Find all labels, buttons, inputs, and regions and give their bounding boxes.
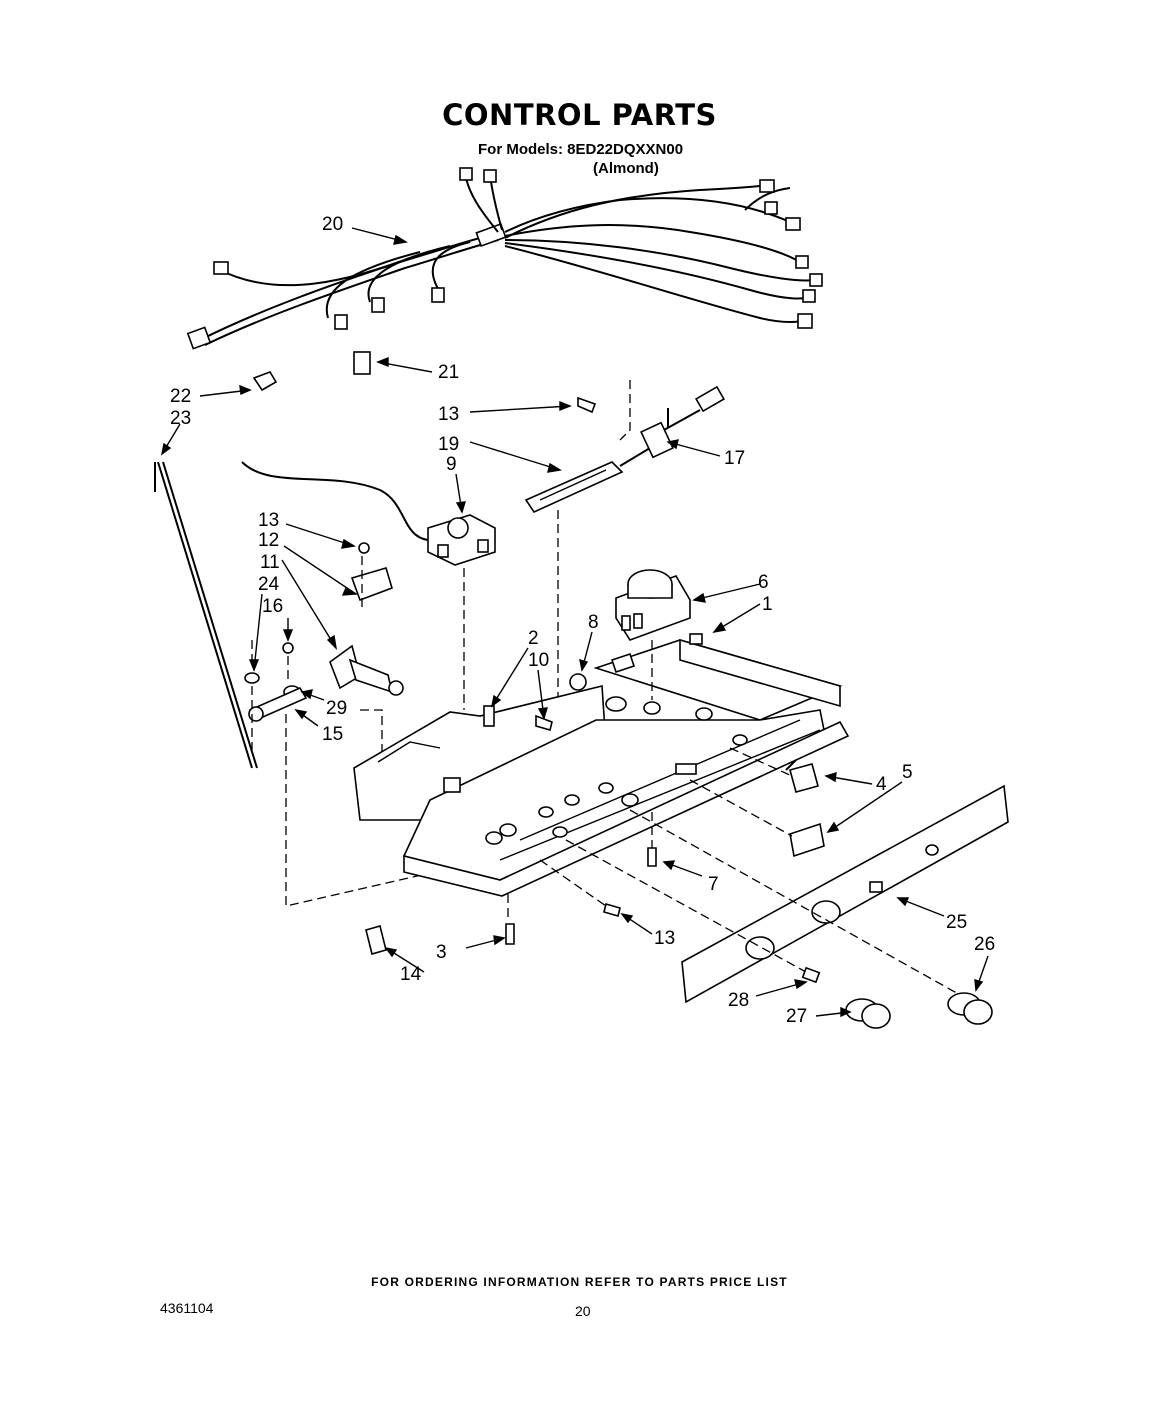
callout-7: 7 bbox=[708, 874, 719, 895]
callout-24: 24 bbox=[258, 574, 280, 595]
callout-11: 11 bbox=[260, 552, 280, 573]
wire-harness bbox=[186, 167, 823, 350]
callout-14: 14 bbox=[400, 964, 422, 985]
clip-22 bbox=[252, 371, 278, 392]
callout-3: 3 bbox=[436, 942, 447, 963]
callout-8: 8 bbox=[588, 612, 599, 633]
switch-4 bbox=[789, 763, 819, 793]
grommet-8 bbox=[569, 673, 587, 691]
callout-9: 9 bbox=[446, 454, 457, 475]
callout-22: 22 bbox=[170, 386, 191, 407]
callout-28: 28 bbox=[728, 990, 749, 1011]
thermostat-9 bbox=[427, 514, 496, 566]
screw-13-low bbox=[603, 903, 621, 917]
screw-7 bbox=[647, 847, 657, 867]
model-subtitle: For Models: 8ED22DQXXN00 bbox=[478, 141, 684, 158]
knob-27 bbox=[845, 998, 891, 1029]
clip-24 bbox=[244, 672, 260, 684]
control-shaft-11 bbox=[329, 644, 404, 696]
callout-16: 16 bbox=[262, 596, 283, 617]
callout-13c: 13 bbox=[654, 928, 675, 949]
document-part-number: 4361104 bbox=[160, 1300, 214, 1316]
callout-13a: 13 bbox=[438, 404, 459, 425]
callout-10: 10 bbox=[528, 650, 549, 671]
clip-21 bbox=[353, 351, 371, 375]
callout-12: 12 bbox=[258, 530, 279, 551]
screw-10 bbox=[535, 714, 553, 731]
callout-26: 26 bbox=[974, 934, 995, 955]
clip-14 bbox=[365, 925, 387, 955]
callout-21: 21 bbox=[438, 362, 459, 383]
callout-17: 17 bbox=[724, 448, 745, 469]
callout-29: 29 bbox=[326, 698, 347, 719]
callout-15: 15 bbox=[322, 724, 343, 745]
screw-13-mid bbox=[358, 542, 370, 554]
control-housing-1 bbox=[402, 633, 850, 897]
callout-19: 19 bbox=[438, 434, 459, 455]
callout-13b: 13 bbox=[258, 510, 279, 531]
page-number: 20 bbox=[575, 1303, 591, 1319]
console-panel-25 bbox=[681, 784, 1009, 1004]
sensor-19 bbox=[524, 385, 725, 514]
color-variant: (Almond) bbox=[593, 160, 659, 177]
callout-23: 23 bbox=[170, 408, 191, 429]
callout-20: 20 bbox=[322, 214, 343, 235]
page-title: CONTROL PARTS bbox=[442, 98, 717, 132]
callout-4: 4 bbox=[876, 774, 887, 795]
callout-27: 27 bbox=[786, 1006, 807, 1027]
callout-1: 1 bbox=[762, 594, 773, 615]
ordering-note: FOR ORDERING INFORMATION REFER TO PARTS … bbox=[371, 1275, 788, 1289]
control-rod bbox=[157, 461, 253, 769]
screw-16 bbox=[282, 642, 294, 654]
defrost-timer-6 bbox=[615, 569, 691, 641]
callout-6: 6 bbox=[758, 572, 769, 593]
knob-26 bbox=[947, 992, 993, 1025]
screw-13-top bbox=[577, 396, 597, 414]
callout-25: 25 bbox=[946, 912, 967, 933]
screw-3 bbox=[505, 923, 515, 945]
switch-5 bbox=[789, 822, 825, 858]
clip-28 bbox=[801, 966, 821, 984]
bracket-12 bbox=[350, 567, 393, 602]
callout-2: 2 bbox=[528, 628, 539, 649]
callout-5: 5 bbox=[902, 762, 913, 783]
